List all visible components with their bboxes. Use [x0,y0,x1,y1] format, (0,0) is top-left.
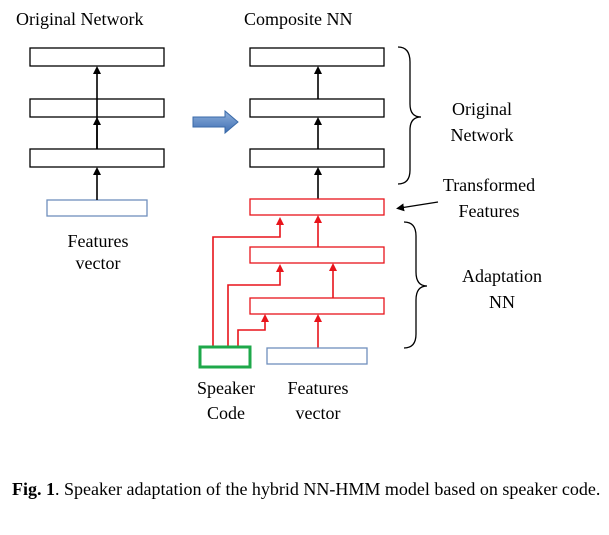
speaker-code-link-1 [212,217,284,347]
transformed-line-2: Features [458,201,520,221]
left-title: Original Network [16,9,144,29]
left-layer-3 [29,148,165,168]
original-network-label: Original Network [432,96,532,148]
adaptation-line-1: Adaptation [462,266,542,286]
transformed-line-1: Transformed [442,175,536,195]
speaker-line-1: Speaker [197,378,255,398]
right-features-line-1: Features [287,378,349,398]
left-features-line-2: vector [75,253,121,273]
transformed-pointer-arrow [396,201,439,212]
original-network-brace [397,46,422,185]
transformed-features-label: Transformed Features [434,172,544,224]
transformed-features-layer [249,198,385,216]
original-network-line-2: Network [450,125,514,145]
transform-arrow-icon [192,109,239,135]
left-features-line-1: Features [67,231,129,251]
right-features-line-2: vector [295,403,341,423]
speaker-line-2: Code [207,403,245,423]
speaker-code-box [198,345,252,369]
left-features-box [46,199,148,217]
speaker-code-link-3 [237,314,269,347]
adaptation-nn-brace [403,221,428,349]
right-features-label: Features vector [278,376,358,426]
speaker-code-label: Speaker Code [186,376,266,426]
left-layer-1 [29,47,165,67]
original-network-line-1: Original [452,99,512,119]
speaker-code-link-2 [227,264,284,347]
right-layer-3 [249,148,385,168]
adaptation-layer-2 [249,297,385,315]
caption-text: . Speaker adaptation of the hybrid NN-HM… [55,479,601,499]
right-features-box [266,347,368,365]
right-title: Composite NN [244,9,353,29]
adaptation-line-2: NN [489,292,515,312]
adaptation-nn-label: Adaptation NN [447,263,557,315]
adaptation-layer-1 [249,246,385,264]
caption-prefix: Fig. 1 [12,479,55,499]
left-features-label: Features vector [58,230,138,274]
right-layer-2 [249,98,385,118]
composite-nn-diagram [29,46,439,369]
figure-caption: Fig. 1. Speaker adaptation of the hybrid… [12,476,602,502]
right-layer-1 [249,47,385,67]
